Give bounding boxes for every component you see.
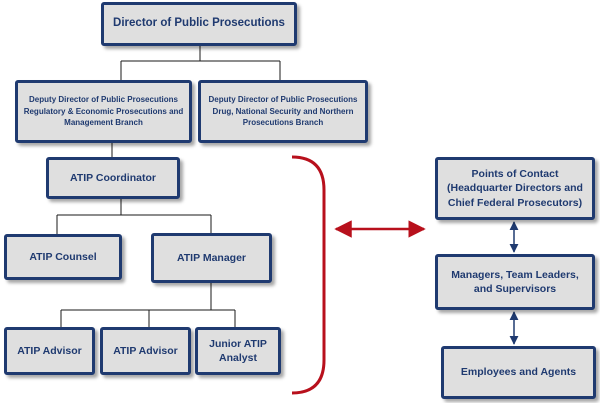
red-bracket	[291, 155, 326, 395]
atip-coordinator-box: ATIP Coordinator	[46, 157, 180, 199]
points-of-contact-label: Points of Contact (Headquarter Directors…	[447, 168, 583, 209]
connector-coordinator-staff	[56, 199, 212, 234]
atip-coordinator-label: ATIP Coordinator	[70, 171, 156, 184]
junior-atip-analyst-box: Junior ATIP Analyst	[195, 327, 281, 375]
managers-label: Managers, Team Leaders, and Supervisors	[451, 268, 579, 295]
managers-box: Managers, Team Leaders, and Supervisors	[435, 254, 595, 310]
atip-counsel-box: ATIP Counsel	[4, 234, 122, 280]
atip-advisor-box-2: ATIP Advisor	[100, 327, 191, 375]
atip-advisor-label-2: ATIP Advisor	[113, 344, 178, 357]
atip-advisor-box-1: ATIP Advisor	[4, 327, 95, 375]
atip-manager-box: ATIP Manager	[151, 233, 272, 283]
director-box: Director of Public Prosecutions	[101, 2, 297, 46]
atip-counsel-label: ATIP Counsel	[29, 250, 97, 263]
deputy-drug-label: Deputy Director of Public Prosecutions D…	[208, 95, 358, 128]
deputy-regulatory-label: Deputy Director of Public Prosecutions R…	[23, 95, 184, 128]
junior-atip-analyst-label: Junior ATIP Analyst	[209, 337, 267, 364]
deputy-regulatory-box: Deputy Director of Public Prosecutions R…	[15, 80, 192, 143]
employees-label: Employees and Agents	[460, 366, 577, 379]
employees-box: Employees and Agents	[441, 346, 596, 399]
atip-advisor-label-1: ATIP Advisor	[17, 344, 82, 357]
connector-manager-advisors	[60, 283, 236, 327]
atip-manager-label: ATIP Manager	[176, 251, 247, 264]
director-label: Director of Public Prosecutions	[113, 17, 285, 30]
deputy-drug-box: Deputy Director of Public Prosecutions D…	[198, 80, 368, 143]
points-of-contact-box: Points of Contact (Headquarter Directors…	[435, 157, 595, 220]
connector-director-deputies	[120, 46, 281, 80]
